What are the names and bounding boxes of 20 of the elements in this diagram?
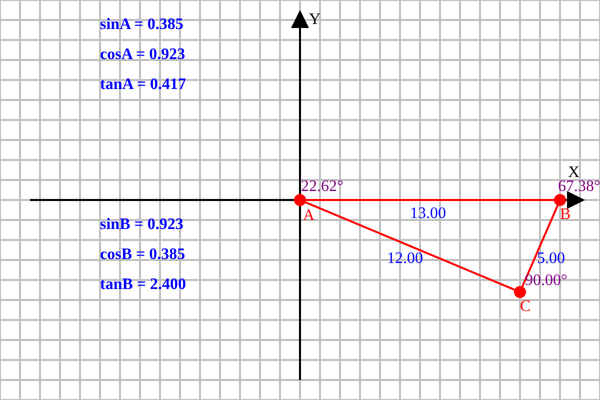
edge-label: 13.00 [410,206,446,222]
angle-label: 90.00° [525,273,568,289]
triangle-side [305,201,515,291]
ratio-text: sinA = 0.385 [100,17,184,33]
ratio-text: tanA = 0.417 [100,77,186,93]
axis-label: Y [309,12,321,28]
edge-label: 12.00 [387,251,423,267]
triangle-side [306,199,554,201]
vertex-label: C [520,299,531,315]
ratio-text: cosB = 0.385 [100,247,186,263]
ratio-text: cosA = 0.923 [100,47,186,63]
angle-label: 67.38° [558,179,600,195]
vertex-label: A [303,208,315,224]
ratio-text: sinB = 0.923 [100,217,184,233]
triangle-side [521,205,559,287]
ratio-text: tanB = 2.400 [100,277,186,293]
angle-label: 22.62° [301,179,344,195]
axis-label: X [568,165,580,181]
vertex-label: B [560,207,571,223]
edge-label: 5.00 [537,251,565,267]
